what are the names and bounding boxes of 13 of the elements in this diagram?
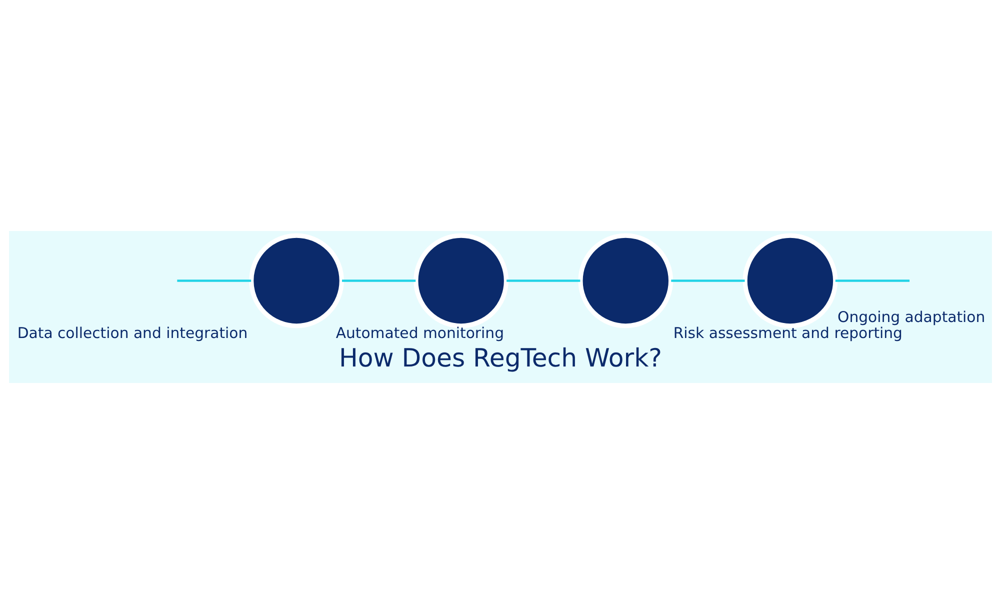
connector	[834, 279, 910, 282]
connector	[341, 279, 416, 282]
node-label: Data collection and integration	[16, 323, 248, 342]
connector	[670, 279, 744, 282]
node-circle	[578, 232, 673, 328]
connector	[176, 279, 251, 282]
node-circle	[413, 232, 508, 328]
node-circle	[248, 232, 344, 328]
diagram-title: How Does RegTech Work?	[338, 343, 662, 372]
node-label: Automated monitoring	[335, 323, 504, 342]
node-circle	[742, 232, 838, 328]
node-label: Ongoing adaptation	[837, 307, 985, 326]
connector	[506, 279, 580, 282]
